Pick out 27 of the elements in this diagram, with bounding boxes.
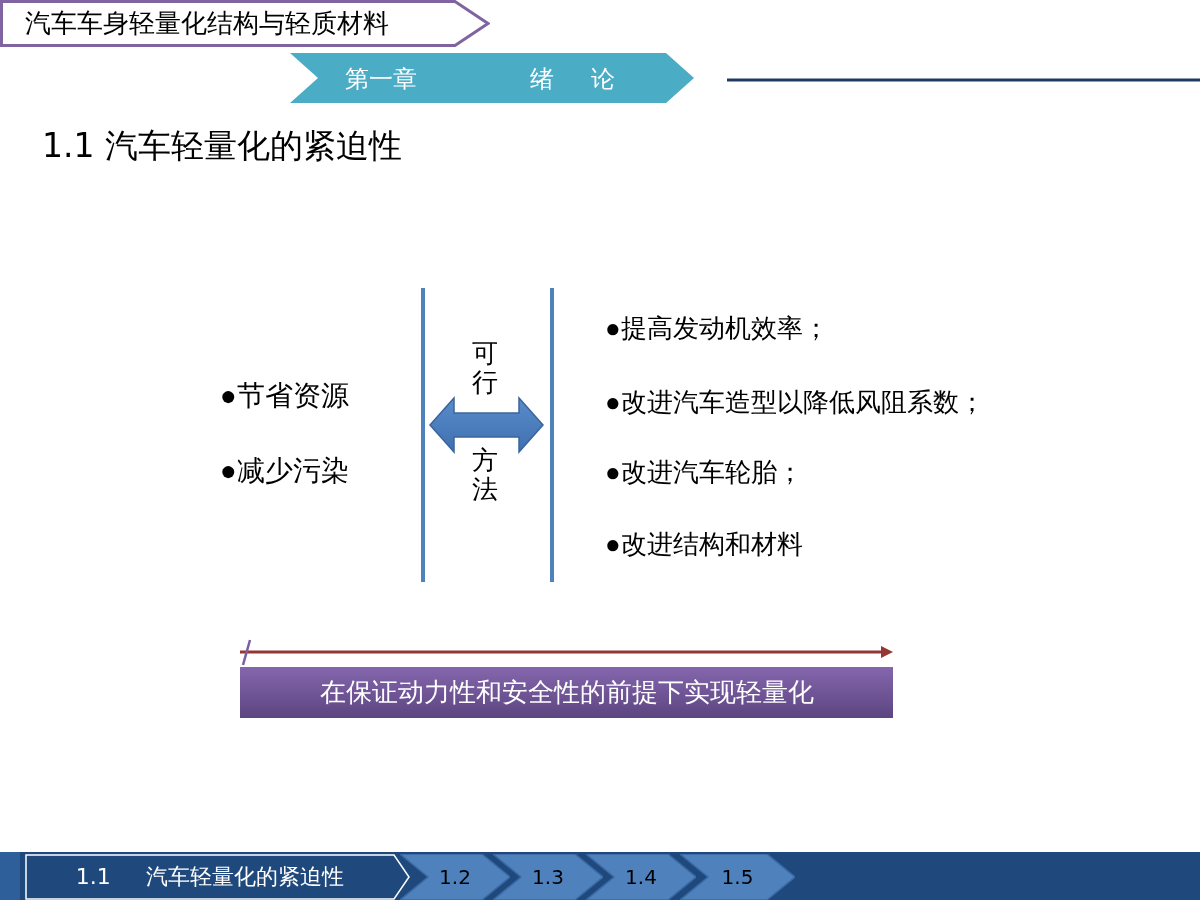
chapter-name: 绪 论 bbox=[530, 65, 616, 94]
tab-label: 1.5 bbox=[720, 865, 755, 889]
bullet-item: ●提高发动机效率； bbox=[605, 313, 829, 345]
bullet-item: ●改进结构和材料 bbox=[605, 529, 803, 561]
bullet-item: ●改进汽车轮胎； bbox=[605, 457, 803, 489]
active-tab bbox=[25, 854, 410, 900]
section-tab bbox=[400, 854, 510, 900]
statement-text: 在保证动力性和安全性的前提下实现轻量化 bbox=[318, 676, 815, 709]
section-tab bbox=[680, 854, 795, 900]
section-tab bbox=[493, 854, 603, 900]
bullet-item: ●改进汽车造型以降低风阻系数； bbox=[605, 387, 985, 419]
course-title: 汽车车身轻量化结构与轻质材料 bbox=[25, 7, 389, 40]
tab-label: 1.3 bbox=[531, 865, 565, 889]
tab-label: 1.1 汽车轻量化的紧迫性 bbox=[74, 863, 346, 891]
bullet-item: ●减少污染 bbox=[220, 454, 349, 488]
double-arrow bbox=[429, 396, 544, 454]
section-tab bbox=[586, 854, 696, 900]
arrow-caption: 方法 bbox=[472, 447, 498, 505]
chapter-chevron bbox=[290, 53, 694, 103]
slide-title: 1.1 汽车轻量化的紧迫性 bbox=[42, 125, 402, 167]
bullet-item: ●节省资源 bbox=[220, 379, 349, 413]
arrow-caption: 可行 bbox=[472, 340, 498, 398]
tab-label: 1.4 bbox=[624, 865, 658, 889]
title-banner bbox=[0, 0, 490, 47]
statement-banner bbox=[240, 667, 893, 718]
chapter-number: 第一章 bbox=[345, 65, 417, 94]
tab-label: 1.2 bbox=[438, 865, 472, 889]
